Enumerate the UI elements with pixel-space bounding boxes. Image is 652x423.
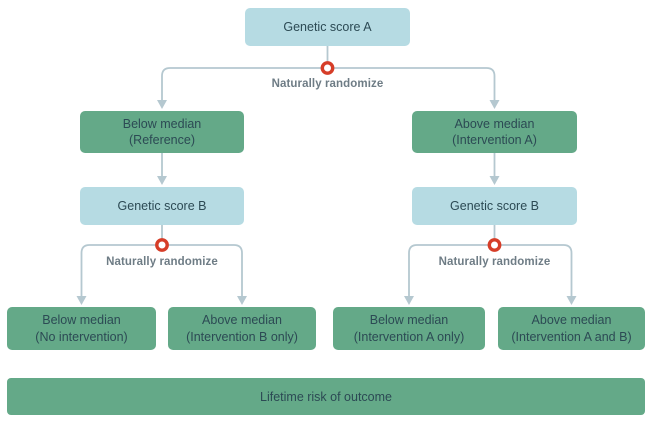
arrowhead-below-intervention-a-only: [404, 296, 414, 305]
arrowhead-above-intervention-a: [489, 100, 500, 109]
arrowhead-below-reference: [157, 100, 167, 109]
node-above-median-intervention-a: Above median (Intervention A): [412, 111, 577, 153]
node-below-median-reference: Below median (Reference): [80, 111, 244, 153]
node-label: Genetic score B: [450, 198, 539, 213]
node-lifetime-risk-of-outcome: Lifetime risk of outcome: [7, 378, 645, 415]
randomize-marker-right: [487, 238, 502, 252]
randomize-marker-level1: [320, 61, 335, 75]
node-label: Above median: [454, 116, 535, 131]
node-sublabel: (Intervention A): [452, 133, 537, 147]
edge-split-right: [408, 244, 573, 298]
arrowhead-above-intervention-b-only: [237, 296, 247, 305]
edge-split-left: [80, 244, 243, 298]
randomize-label-left: Naturally randomize: [106, 256, 218, 268]
node-genetic-score-a: Genetic score A: [245, 8, 410, 46]
node-label: Below median: [122, 116, 202, 131]
randomize-marker-left: [155, 238, 169, 252]
node-sublabel: (Intervention A and B): [511, 329, 632, 344]
node-sublabel: (Intervention A only): [353, 329, 465, 344]
randomize-label-level1: Naturally randomize: [271, 78, 384, 90]
node-below-median-no-intervention: Below median (No intervention): [7, 307, 156, 350]
arrowhead-score-b-left: [157, 176, 167, 185]
node-label: Genetic score A: [283, 19, 372, 34]
node-genetic-score-b-right: Genetic score B: [412, 187, 577, 225]
node-sublabel: (Reference): [129, 133, 195, 147]
node-above-median-intervention-a-and-b: Above median (Intervention A and B): [498, 307, 645, 350]
arrowhead-below-no-intervention: [76, 296, 87, 305]
node-label: Lifetime risk of outcome: [260, 389, 392, 404]
node-label: Below median: [369, 313, 449, 328]
node-label: Genetic score B: [117, 198, 207, 213]
arrowhead-above-intervention-a-and-b: [566, 296, 577, 305]
node-genetic-score-b-left: Genetic score B: [80, 187, 244, 225]
node-label: Above median: [202, 313, 282, 328]
node-label: Above median: [531, 313, 612, 328]
node-label: Below median: [42, 313, 121, 328]
node-above-median-intervention-b-only: Above median (Intervention B only): [168, 307, 316, 350]
node-sublabel: (Intervention B only): [186, 329, 298, 344]
randomize-label-right: Naturally randomize: [438, 256, 551, 268]
node-below-median-intervention-a-only: Below median (Intervention A only): [333, 307, 485, 350]
arrowhead-score-b-right: [489, 176, 500, 185]
node-sublabel: (No intervention): [35, 329, 128, 344]
